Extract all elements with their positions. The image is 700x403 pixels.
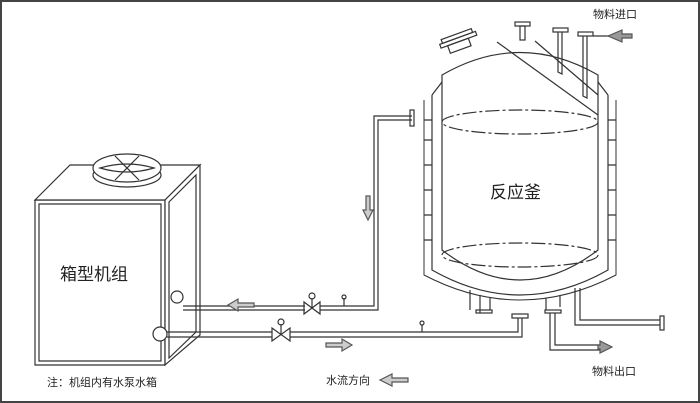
- note-label: 注：机组内有水泵水箱: [47, 376, 157, 389]
- box-unit: [33, 153, 202, 367]
- unit-label: 箱型机组: [60, 265, 128, 285]
- supply-port: [152, 326, 168, 342]
- fan-icon: [92, 153, 162, 188]
- flow-arrows: [226, 29, 633, 387]
- arrow-down-icon: [362, 195, 374, 222]
- return-port: [170, 290, 184, 304]
- reactor-label: 反应釜: [490, 183, 541, 203]
- outlet-arrow-icon: [597, 340, 614, 354]
- gauge-icon: [341, 294, 425, 332]
- valve-icon: [271, 292, 321, 343]
- flow-direction-label: 水流方向: [326, 374, 370, 387]
- reactor-vessel: [423, 21, 665, 351]
- arrow-left-icon: [226, 297, 255, 313]
- inlet-arrow-icon: [606, 29, 633, 43]
- material-outlet-label: 物料出口: [592, 365, 636, 378]
- arrow-right-icon: [325, 337, 354, 353]
- legend-arrow-icon: [378, 373, 409, 387]
- material-inlet-label: 物料进口: [593, 8, 637, 21]
